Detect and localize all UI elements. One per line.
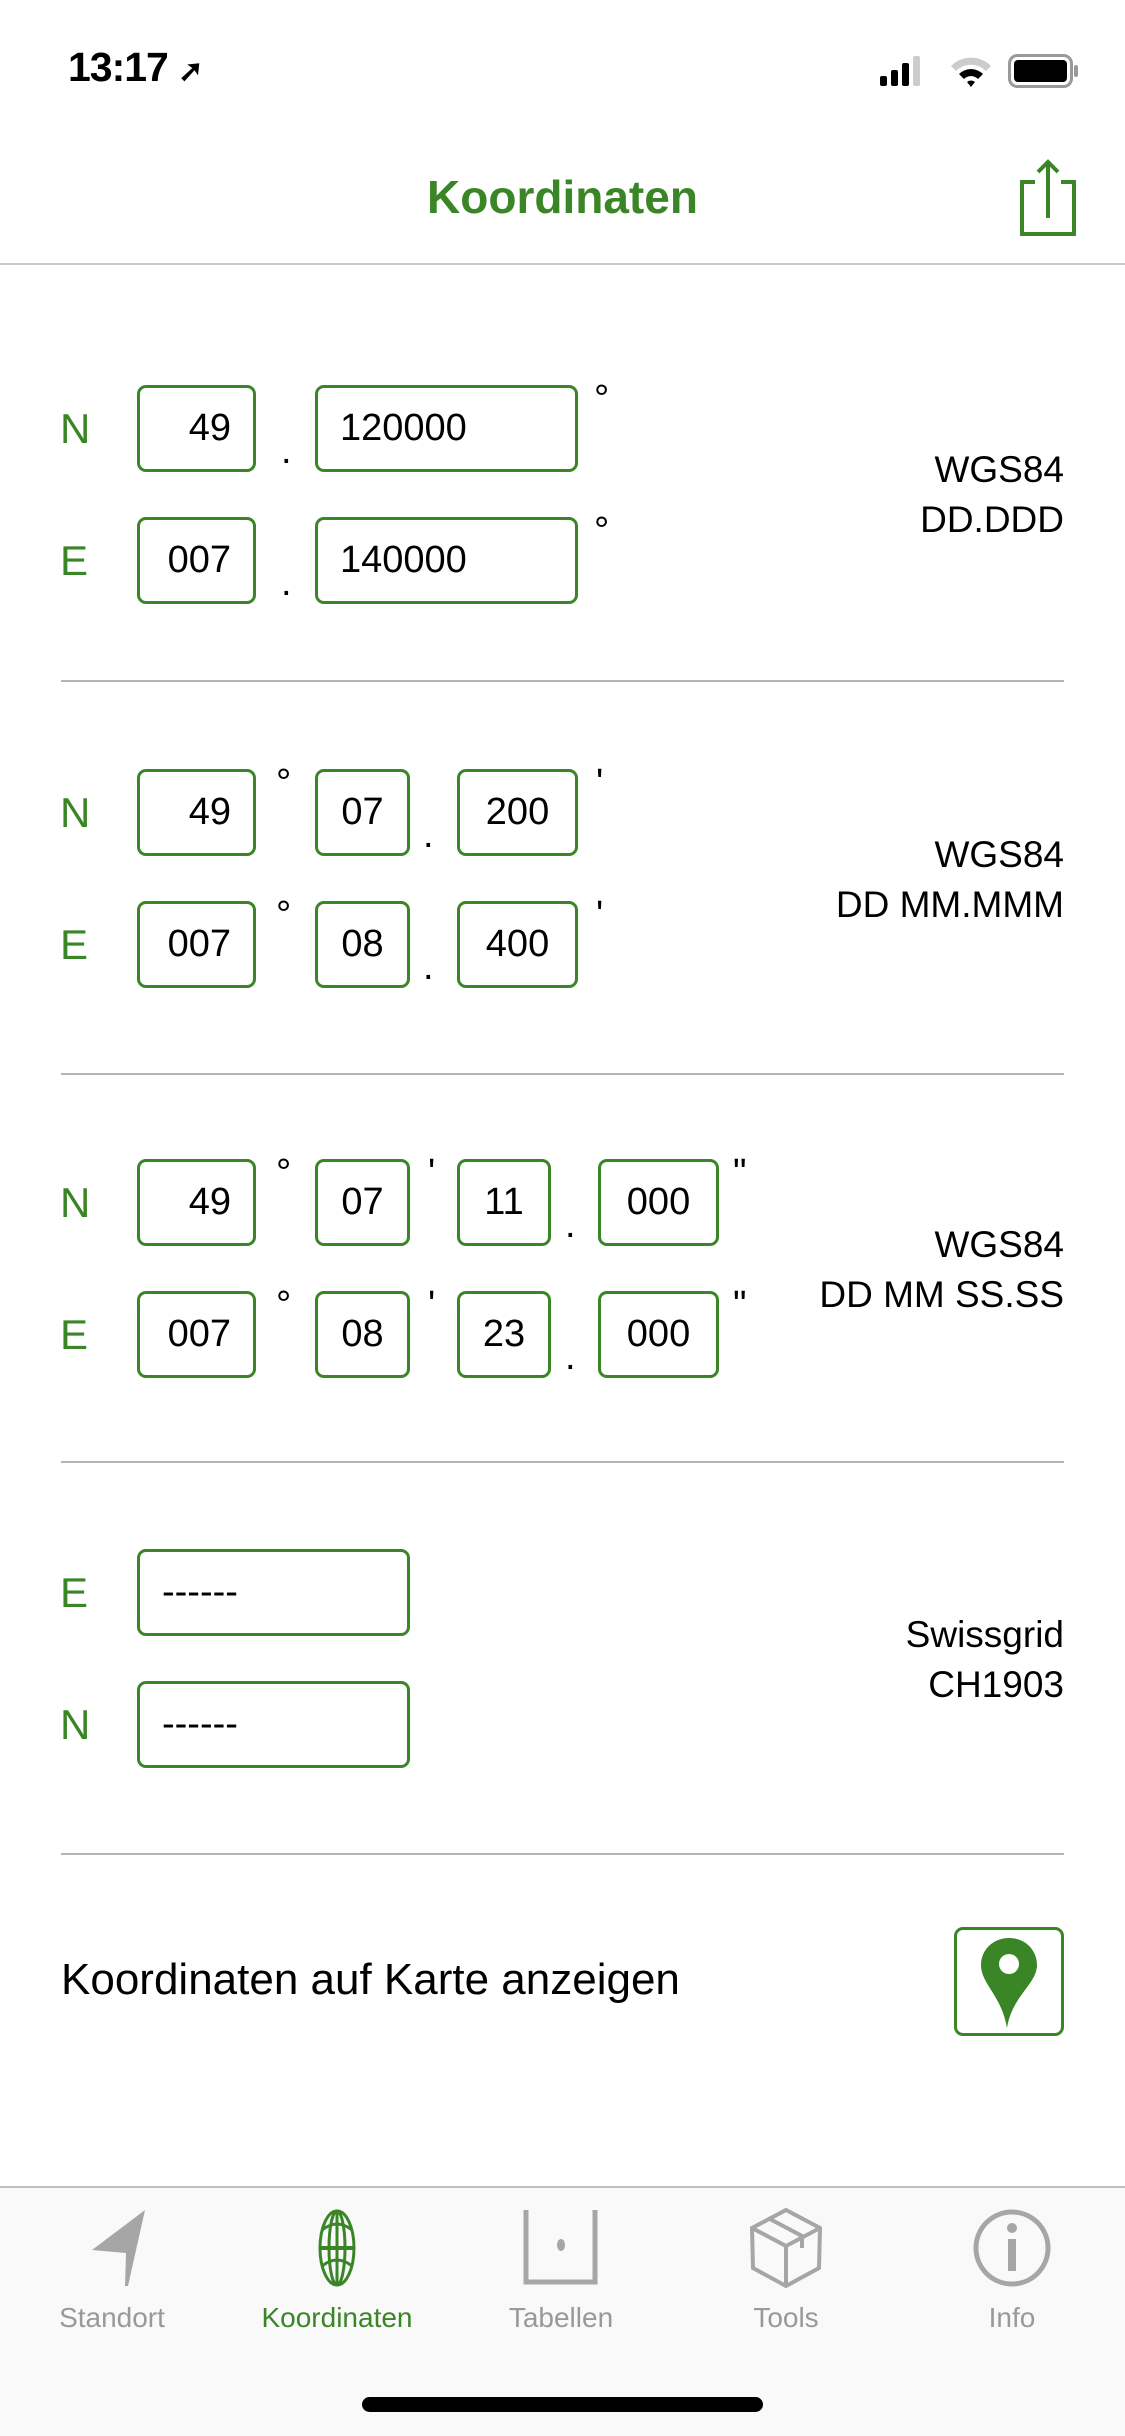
axis-label: E <box>60 1311 89 1358</box>
separator: ° <box>594 510 610 552</box>
box-icon <box>749 2208 823 2288</box>
battery-icon <box>1008 54 1080 93</box>
status-time: 13:17 ➚ <box>68 44 203 90</box>
lat-seconds-decimal-input[interactable]: 000 <box>598 1159 719 1246</box>
section-divider <box>61 1461 1064 1463</box>
swissgrid-east-input[interactable]: ------ <box>137 1549 410 1636</box>
separator: . <box>423 814 434 856</box>
tab-tabellen[interactable]: Tabellen <box>461 2208 661 2334</box>
separator: ° <box>276 1284 292 1326</box>
tab-standort[interactable]: Standort <box>12 2208 212 2334</box>
lon-minutes-decimal-input[interactable]: 400 <box>457 901 578 988</box>
separator: . <box>281 430 292 472</box>
separator: ' <box>428 1152 436 1194</box>
lon-seconds-input[interactable]: 23 <box>457 1291 551 1378</box>
separator: ° <box>276 762 292 804</box>
show-on-map-button[interactable] <box>954 1927 1064 2036</box>
separator: . <box>281 562 292 604</box>
tab-label: Tools <box>753 2302 819 2333</box>
lat-degrees-input[interactable]: 49 <box>137 1159 256 1246</box>
location-arrow-icon <box>92 2210 145 2286</box>
axis-label: E <box>60 1569 89 1616</box>
lon-degrees-input[interactable]: 007 <box>137 901 256 988</box>
axis-label: N <box>60 405 91 452</box>
separator: ' <box>596 894 604 936</box>
tab-label: Info <box>988 2302 1036 2333</box>
separator: ° <box>276 894 292 936</box>
lon-seconds-decimal-input[interactable]: 000 <box>598 1291 719 1378</box>
page-title: Koordinaten <box>427 171 698 223</box>
lon-degrees-input[interactable]: 007 <box>137 1291 256 1378</box>
separator: . <box>423 946 434 988</box>
separator: " <box>733 1152 747 1194</box>
axis-label: E <box>60 921 89 968</box>
info-icon <box>973 2209 1051 2287</box>
separator: ' <box>596 762 604 804</box>
lat-minutes-input[interactable]: 07 <box>315 1159 410 1246</box>
lat-minutes-input[interactable]: 07 <box>315 769 410 856</box>
tab-bar: Standort Koordinaten Tabellen Tools Info <box>0 2186 1125 2436</box>
header-divider <box>0 263 1125 265</box>
tab-label: Tabellen <box>508 2302 614 2333</box>
lon-decimal-input[interactable]: 140000 <box>315 517 578 604</box>
separator: . <box>565 1336 576 1378</box>
swissgrid-north-input[interactable]: ------ <box>137 1681 410 1768</box>
share-button[interactable] <box>1018 158 1078 243</box>
globe-icon <box>318 2209 356 2287</box>
section-divider <box>61 1853 1064 1855</box>
lon-minutes-input[interactable]: 08 <box>315 901 410 988</box>
section-divider <box>61 1073 1064 1075</box>
axis-label: E <box>60 537 89 584</box>
show-on-map-label: Koordinaten auf Karte anzeigen <box>61 1955 680 2004</box>
signal-icon <box>880 56 930 91</box>
separator: ' <box>428 1284 436 1326</box>
tab-tools[interactable]: Tools <box>686 2208 886 2334</box>
lat-degrees-input[interactable]: 49 <box>137 769 256 856</box>
share-icon <box>1020 159 1076 236</box>
tab-info[interactable]: Info <box>912 2208 1112 2334</box>
location-arrow-icon: ➚ <box>178 55 203 88</box>
lat-seconds-input[interactable]: 11 <box>457 1159 551 1246</box>
tab-label: Koordinaten <box>261 2302 413 2333</box>
separator: " <box>733 1284 747 1326</box>
separator: ° <box>276 1152 292 1194</box>
map-pin-icon <box>981 1937 1037 2028</box>
lon-minutes-input[interactable]: 08 <box>315 1291 410 1378</box>
lon-degrees-input[interactable]: 007 <box>137 517 256 604</box>
home-indicator[interactable] <box>362 2397 763 2412</box>
table-icon <box>523 2210 598 2285</box>
separator: . <box>565 1204 576 1246</box>
tab-koordinaten[interactable]: Koordinaten <box>237 2208 437 2334</box>
lat-degrees-input[interactable]: 49 <box>137 385 256 472</box>
section-divider <box>61 680 1064 682</box>
lat-minutes-decimal-input[interactable]: 200 <box>457 769 578 856</box>
wifi-icon <box>948 54 994 93</box>
tab-label: Standort <box>59 2302 165 2333</box>
separator: ° <box>594 378 610 420</box>
axis-label: N <box>60 1701 91 1748</box>
axis-label: N <box>60 789 91 836</box>
axis-label: N <box>60 1179 91 1226</box>
lat-decimal-input[interactable]: 120000 <box>315 385 578 472</box>
